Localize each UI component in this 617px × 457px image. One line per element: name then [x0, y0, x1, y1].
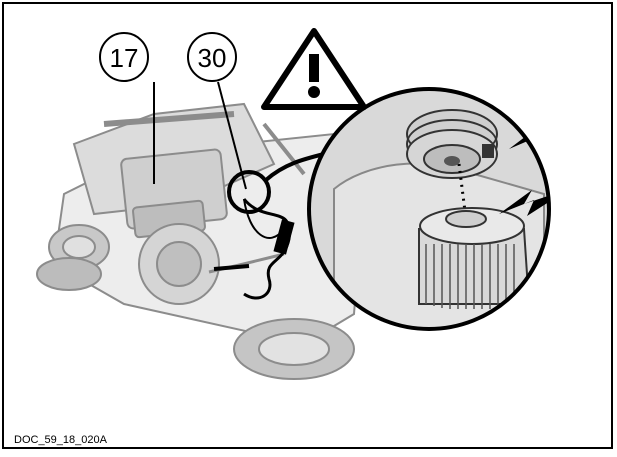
connector-highlight-circle	[227, 170, 271, 214]
callout-30-label: 30	[198, 43, 227, 73]
arrow-icon	[499, 189, 549, 216]
mower-illustration: 17 30	[36, 28, 551, 380]
callout-17-label: 17	[110, 43, 139, 73]
cable-connector	[213, 198, 295, 300]
zoom-circle-outline	[307, 87, 551, 331]
callout-17: 17	[99, 32, 149, 82]
callout-30-leader	[217, 81, 247, 190]
lawn-mower-drawing	[36, 102, 366, 380]
document-code: DOC_59_18_020A	[14, 434, 107, 446]
zoom-detail	[307, 87, 551, 331]
figure-frame: 17 30 DOC_59_18_020A	[2, 2, 613, 449]
callout-30: 30	[187, 32, 237, 82]
zoom-leader-line	[264, 152, 325, 182]
warning-triangle-icon	[261, 28, 367, 110]
